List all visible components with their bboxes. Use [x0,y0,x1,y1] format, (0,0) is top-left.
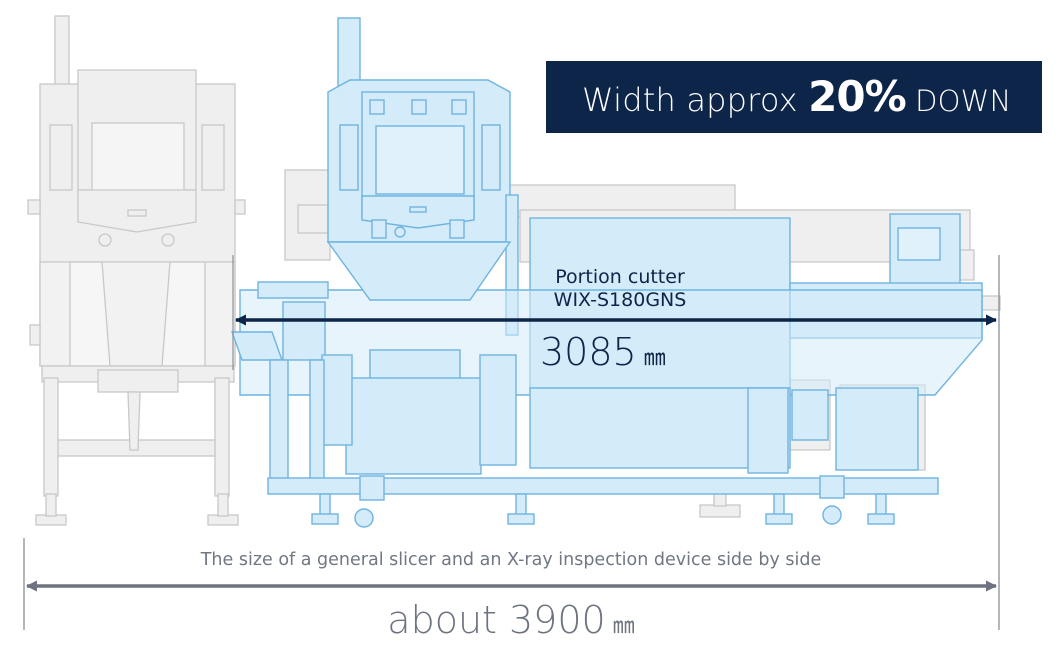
total-width-unit: ㎜ [605,614,635,639]
banner-suffix: DOWN [905,84,1012,118]
banner-prefix: Width approx [582,81,809,119]
xray-inspection-device [27,15,246,526]
portion-cutter-width: 3085 ㎜ [540,330,666,374]
comparison-caption: The size of a general slicer and an X-ra… [200,550,822,570]
banner-percent: 20% [808,72,907,121]
portion-cutter-name: Portion cutter [555,266,685,288]
width-reduction-banner: Width approx 20% DOWN [546,61,1042,133]
total-width: about 3900 ㎜ [0,598,1022,642]
portion-cutter-model: WIX-S180GNS [553,289,687,311]
portion-cutter-width-unit: ㎜ [636,346,666,371]
total-width-value: about 3900 [387,598,606,642]
banner-text: Width approx 20% DOWN [582,61,1011,133]
portion-cutter-label: Portion cutter WIX-S180GNS [540,266,700,312]
portion-cutter-width-value: 3085 [540,330,637,374]
